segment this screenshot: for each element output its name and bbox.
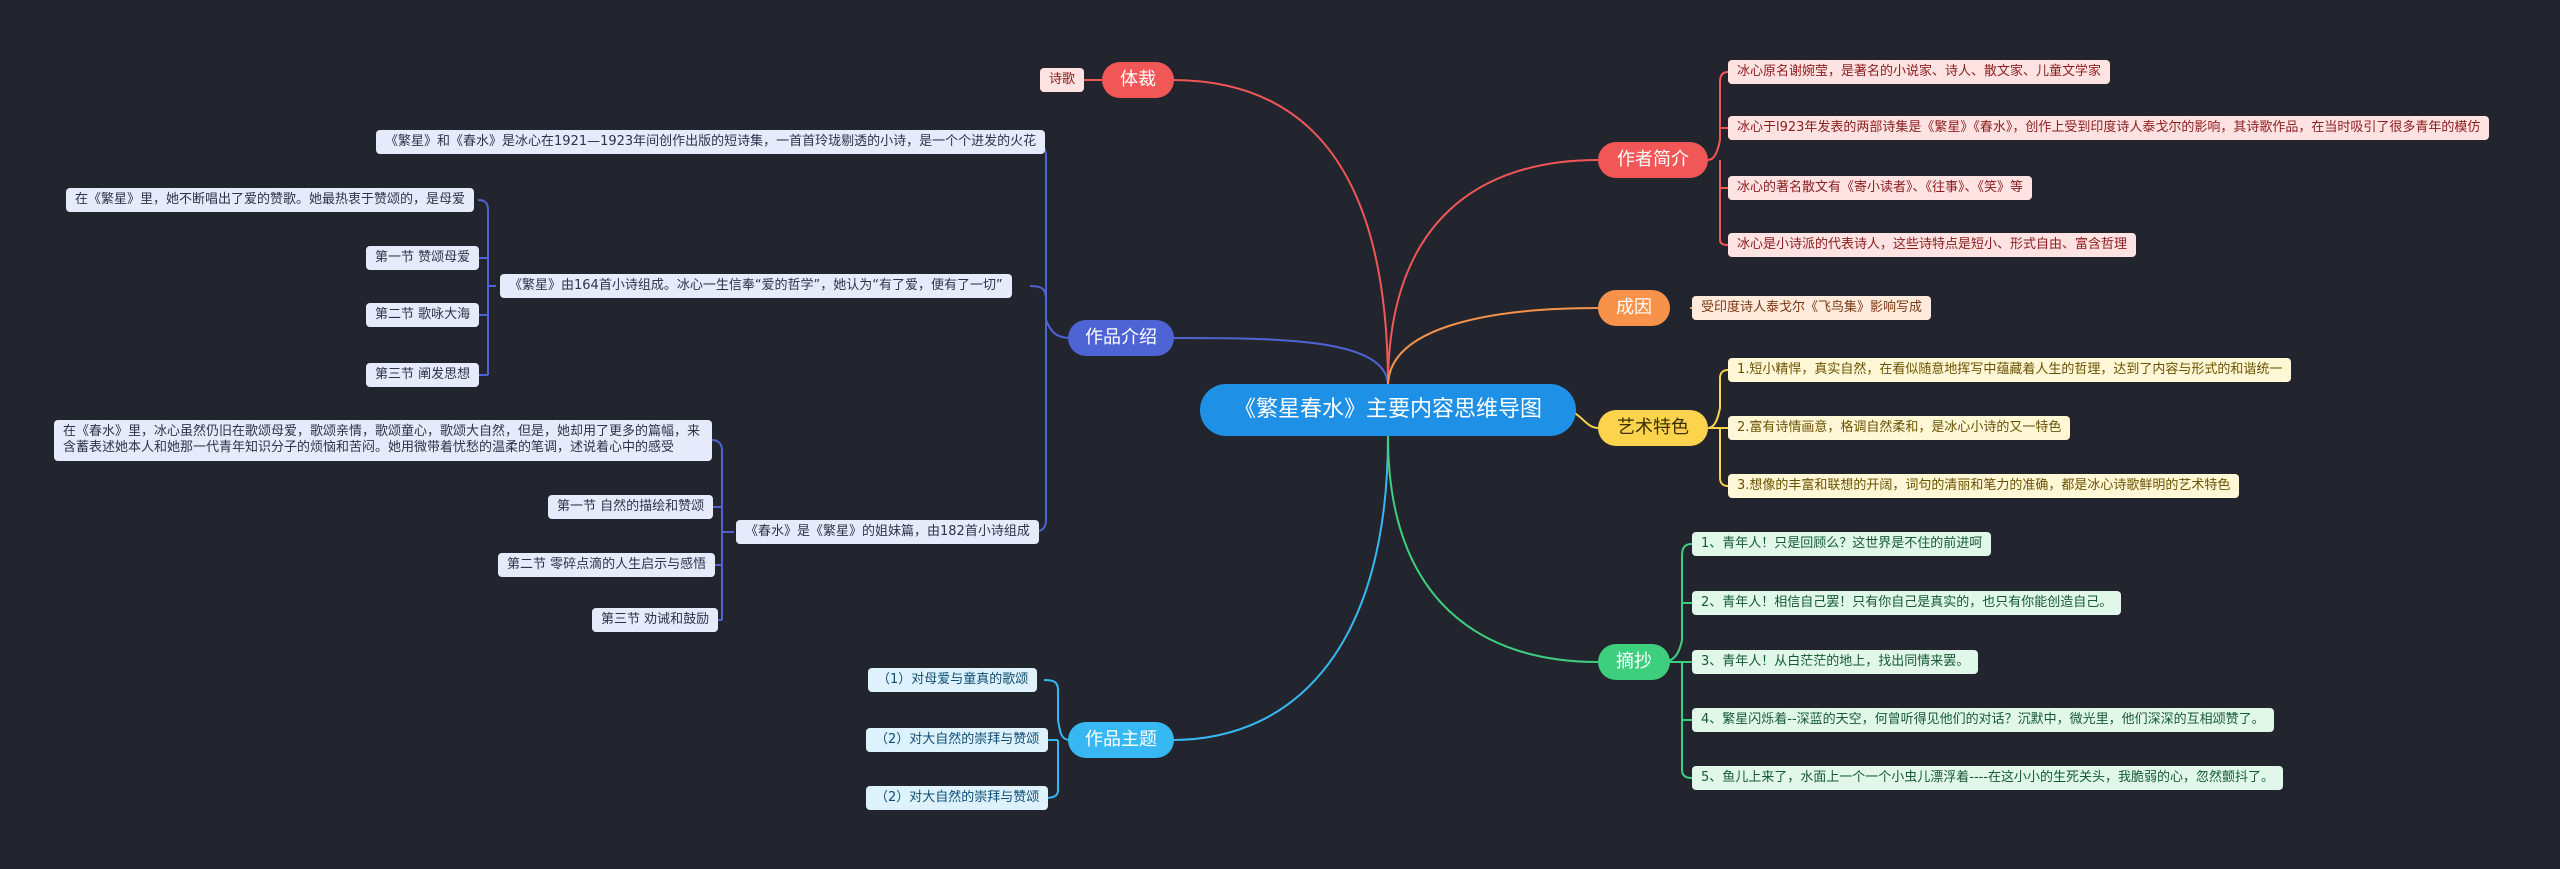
excerpt-item[interactable]: 1、青年人！只是回顾么？这世界是不住的前进呵 bbox=[1692, 532, 1992, 557]
chunshui-item[interactable]: 第一节 自然的描绘和赞颂 bbox=[548, 495, 714, 520]
branch-author[interactable]: 作者简介 bbox=[1598, 142, 1708, 178]
link-root-intro bbox=[1171, 337, 1389, 387]
excerpt-item[interactable]: 4、繁星闪烁着--深蓝的天空，何曾听得见他们的对话？沉默中，微光里，他们深深的互… bbox=[1692, 708, 2274, 733]
branch-theme[interactable]: 作品主题 bbox=[1068, 722, 1174, 758]
art-item[interactable]: 3.想像的丰富和联想的开阔，词句的清丽和笔力的准确，都是冰心诗歌鲜明的艺术特色 bbox=[1728, 474, 2240, 499]
chunshui-item[interactable]: 在《春水》里，冰心虽然仍旧在歌颂母爱，歌颂亲情，歌颂童心，歌颂大自然，但是，她却… bbox=[54, 420, 712, 461]
branch-intro[interactable]: 作品介绍 bbox=[1068, 320, 1174, 356]
branch-art[interactable]: 艺术特色 bbox=[1598, 410, 1708, 446]
art-item[interactable]: 1.短小精悍，真实自然，在看似随意地挥写中蕴藏着人生的哲理，达到了内容与形式的和… bbox=[1728, 358, 2292, 383]
branch-excerpt[interactable]: 摘抄 bbox=[1598, 644, 1670, 680]
genre-item[interactable]: 诗歌 bbox=[1040, 68, 1085, 93]
link-root-excerpt bbox=[1387, 435, 1599, 663]
intro-chunshui-summary[interactable]: 《春水》是《繁星》的姐妹篇，由182首小诗组成 bbox=[736, 520, 1039, 545]
theme-item[interactable]: （2）对大自然的崇拜与赞颂 bbox=[866, 728, 1049, 753]
author-item[interactable]: 冰心于l923年发表的两部诗集是《繁星》《春水》，创作上受到印度诗人泰戈尔的影响… bbox=[1728, 116, 2490, 141]
root-node[interactable]: 《繁星春水》主要内容思维导图 bbox=[1200, 384, 1576, 436]
chunshui-item[interactable]: 第二节 零碎点滴的人生启示与感悟 bbox=[498, 553, 716, 578]
fanxing-item[interactable]: 第二节 歌咏大海 bbox=[366, 303, 480, 328]
link-root-author bbox=[1387, 159, 1599, 387]
branch-genre[interactable]: 体裁 bbox=[1102, 62, 1174, 98]
author-item[interactable]: 冰心原名谢婉莹，是著名的小说家、诗人、散文家、儿童文学家 bbox=[1728, 60, 2111, 85]
link-root-theme bbox=[1171, 435, 1389, 741]
author-item[interactable]: 冰心是小诗派的代表诗人，这些诗特点是短小、形式自由、富含哲理 bbox=[1728, 233, 2137, 258]
link-root-genre bbox=[1171, 79, 1389, 387]
excerpt-item[interactable]: 5、鱼儿上来了，水面上一个一个小虫儿漂浮着----在这小小的生死关头，我脆弱的心… bbox=[1692, 766, 2284, 791]
fanxing-item[interactable]: 第三节 阐发思想 bbox=[366, 363, 480, 388]
theme-item[interactable]: （1）对母爱与童真的歌颂 bbox=[868, 668, 1038, 693]
origin-item[interactable]: 受印度诗人泰戈尔《飞鸟集》影响写成 bbox=[1692, 296, 1932, 321]
author-item[interactable]: 冰心的著名散文有《寄小读者》、《往事》、《笑》等 bbox=[1728, 176, 2033, 201]
fanxing-item[interactable]: 第一节 赞颂母爱 bbox=[366, 246, 480, 271]
chunshui-item[interactable]: 第三节 劝诫和鼓励 bbox=[592, 608, 719, 633]
branch-origin[interactable]: 成因 bbox=[1598, 290, 1670, 326]
intro-fanxing-summary[interactable]: 《繁星》由164首小诗组成。冰心一生信奉“爱的哲学”，她认为“有了爱，便有了一切… bbox=[500, 274, 1012, 299]
link-root-origin bbox=[1387, 307, 1599, 387]
excerpt-item[interactable]: 3、青年人！从白茫茫的地上，找出同情来罢。 bbox=[1692, 650, 1979, 675]
art-item[interactable]: 2.富有诗情画意，格调自然柔和，是冰心小诗的又一特色 bbox=[1728, 416, 2071, 441]
excerpt-item[interactable]: 2、青年人！相信自己罢！只有你自己是真实的，也只有你能创造自己。 bbox=[1692, 591, 2122, 616]
intro-overview[interactable]: 《繁星》和《春水》是冰心在1921—1923年间创作出版的短诗集，一首首玲珑剔透… bbox=[376, 130, 1046, 155]
theme-item[interactable]: （2）对大自然的崇拜与赞颂 bbox=[866, 786, 1049, 811]
fanxing-item[interactable]: 在《繁星》里，她不断唱出了爱的赞歌。她最热衷于赞颂的，是母爱 bbox=[66, 188, 475, 213]
